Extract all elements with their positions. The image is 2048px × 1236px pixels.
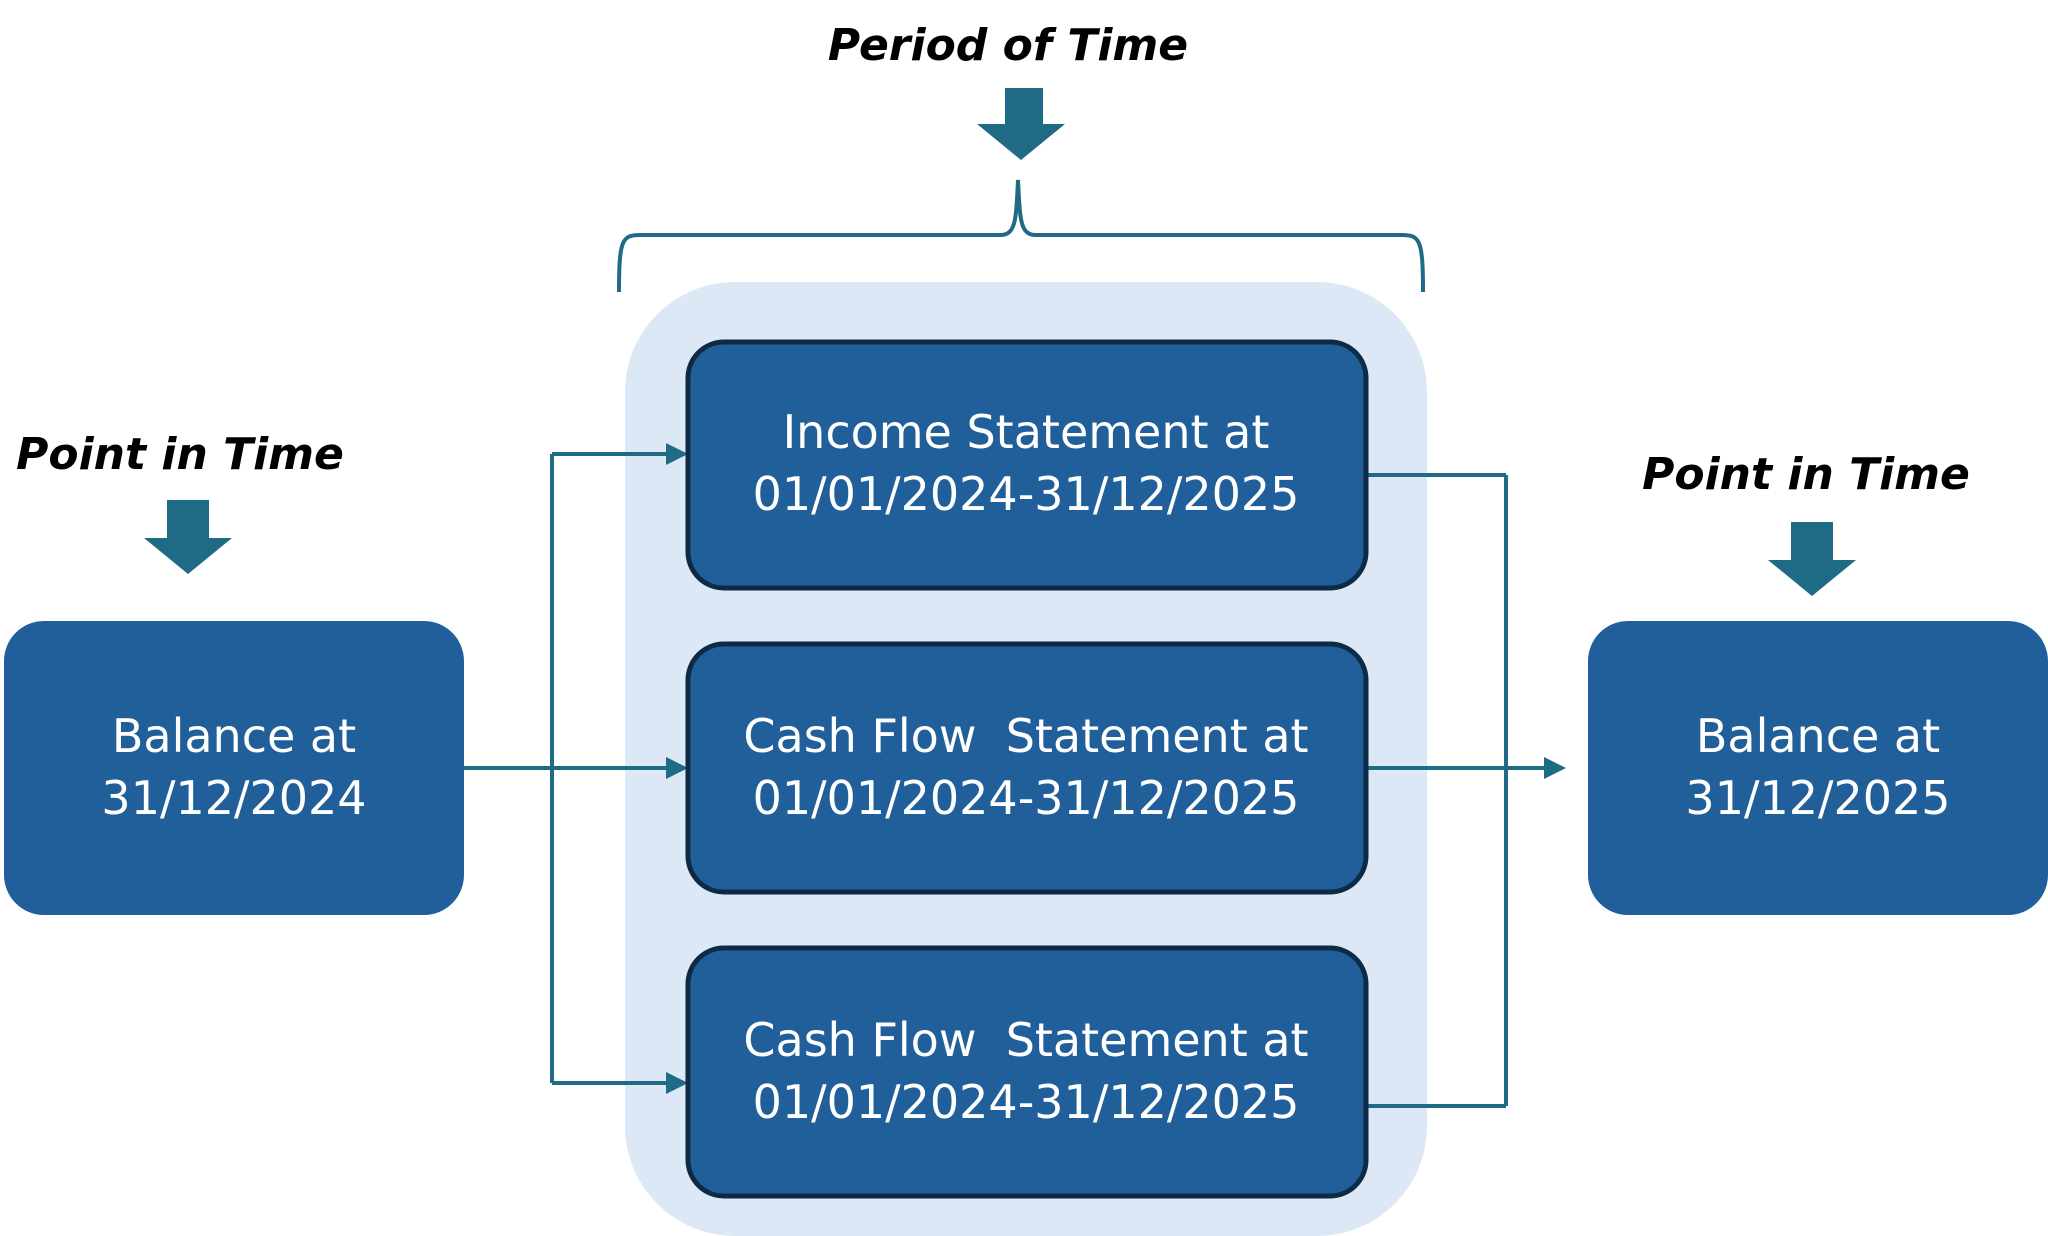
balance-start-line1: Balance at [112,709,356,763]
cash-flow-2-line2: 01/01/2024-31/12/2025 [753,1075,1300,1129]
balance-start-line2: 31/12/2024 [101,771,366,825]
point-right-down-arrow-icon [1768,522,1856,596]
income-statement-line2: 01/01/2024-31/12/2025 [753,467,1300,521]
period-down-arrow-icon [977,88,1065,160]
balance-end-line2: 31/12/2025 [1685,771,1950,825]
point-in-time-left-label: Point in Time [16,429,344,480]
cash-flow-1-line2: 01/01/2024-31/12/2025 [753,771,1300,825]
income-statement-box: Income Statement at 01/01/2024-31/12/202… [685,339,1369,591]
cash-flow-2-line1: Cash Flow Statement at [743,1013,1308,1067]
balance-end-line1: Balance at [1696,709,1940,763]
point-in-time-right-label: Point in Time [1642,449,1970,500]
arrowhead-income-icon [666,443,688,465]
arrowhead-cashflow-1-icon [666,757,688,779]
income-statement-line1: Income Statement at [783,405,1270,459]
period-of-time-label: Period of Time [828,20,1188,71]
cash-flow-statement-box-2: Cash Flow Statement at 01/01/2024-31/12/… [685,945,1369,1199]
balance-start-box: Balance at 31/12/2024 [4,621,464,915]
cash-flow-1-line1: Cash Flow Statement at [743,709,1308,763]
cash-flow-statement-box-1: Cash Flow Statement at 01/01/2024-31/12/… [685,641,1369,895]
balance-end-box: Balance at 31/12/2025 [1588,621,2048,915]
arrowhead-cashflow-2-icon [666,1072,688,1094]
point-left-down-arrow-icon [144,500,232,574]
period-bracket [617,179,1425,293]
arrowhead-balance-end-icon [1544,757,1566,779]
